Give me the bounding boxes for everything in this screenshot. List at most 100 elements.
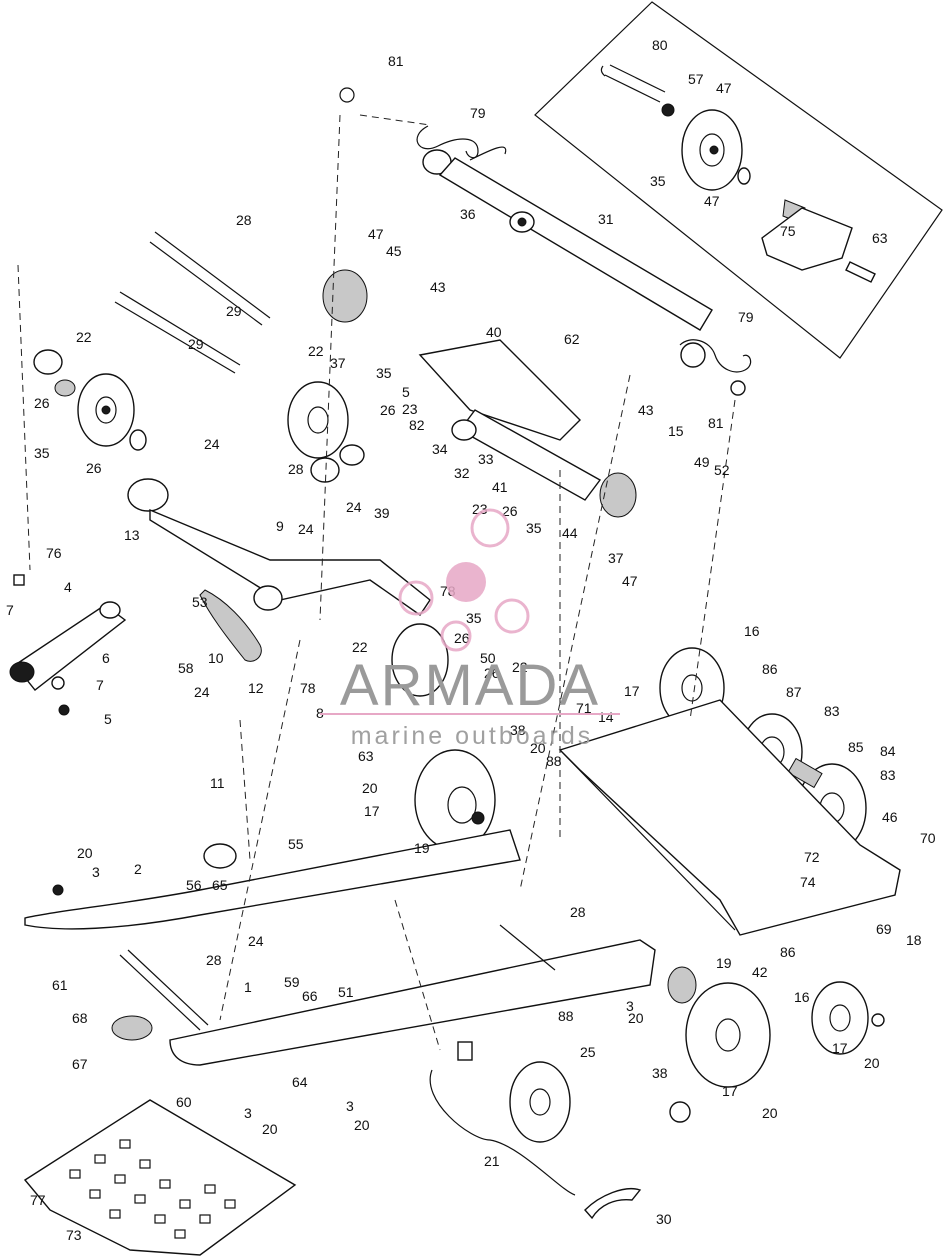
part-number-label: 79	[470, 105, 486, 121]
part-number-label: 46	[882, 809, 898, 825]
part-number-label: 85	[848, 739, 864, 755]
part-number-label: 13	[124, 527, 140, 543]
part-number-label: 37	[330, 355, 346, 371]
part-number-label: 83	[824, 703, 840, 719]
inset-bracket	[761, 207, 853, 271]
front-axle	[438, 157, 713, 331]
part-number-label: 26	[454, 630, 470, 646]
part-number-label: 3	[244, 1105, 252, 1121]
part-number-label: 28	[288, 461, 304, 477]
part-number-label: 58	[178, 660, 194, 676]
part-number-label: 11	[210, 775, 225, 791]
part-number-label: 24	[248, 933, 264, 949]
part-number-label: 34	[432, 441, 448, 457]
part-number-label: 26	[86, 460, 102, 476]
part-number-label: 14	[598, 709, 614, 725]
part-number-label: 76	[46, 545, 62, 561]
part-number-label: 7	[96, 677, 104, 693]
part-number-label: 79	[738, 309, 754, 325]
part-number-label: 21	[484, 1153, 500, 1169]
part-number-label: 33	[478, 451, 494, 467]
part-number-label: 26	[502, 503, 518, 519]
watermark-tagline: marine outboards	[351, 722, 594, 750]
part-number-label: 86	[762, 661, 778, 677]
part-number-label: 20	[864, 1055, 880, 1071]
part-number-label: 72	[804, 849, 820, 865]
part-number-label: 35	[376, 365, 392, 381]
part-number-label: 3	[626, 998, 634, 1014]
part-number-label: 35	[526, 520, 542, 536]
inset-box	[534, 1, 943, 359]
part-number-label: 1	[244, 979, 252, 995]
part-number-label: 22	[308, 343, 324, 359]
part-number-label: 28	[236, 212, 252, 228]
part-number-label: 87	[786, 684, 802, 700]
part-number-label: 5	[402, 384, 410, 400]
slide-rail-upper	[24, 829, 521, 930]
torque-arm	[13, 604, 127, 691]
part-number-label: 49	[694, 454, 710, 470]
part-number-label: 3	[92, 864, 100, 880]
part-number-label: 6	[102, 650, 110, 666]
anti-skid-mat	[23, 1099, 297, 1256]
part-number-label: 38	[510, 722, 526, 738]
part-number-label: 63	[358, 748, 374, 764]
part-number-label: 17	[832, 1040, 848, 1056]
part-number-label: 24	[346, 499, 362, 515]
part-number-label: 28	[206, 952, 222, 968]
part-number-label: 20	[354, 1117, 370, 1133]
part-number-label: 23	[472, 501, 488, 517]
part-number-label: 86	[780, 944, 796, 960]
part-number-label: 73	[66, 1227, 82, 1243]
part-number-label: 61	[52, 977, 68, 993]
part-number-label: 75	[780, 223, 796, 239]
part-number-label: 17	[364, 803, 380, 819]
part-number-label: 4	[64, 579, 72, 595]
part-number-label: 78	[300, 680, 316, 696]
part-number-label: 40	[486, 324, 502, 340]
part-number-label: 83	[880, 767, 896, 783]
part-number-label: 22	[76, 329, 92, 345]
part-number-label: 47	[622, 573, 638, 589]
part-number-label: 84	[880, 743, 896, 759]
watermark: ARMADA marine outboards	[320, 508, 620, 750]
part-number-label: 47	[716, 80, 732, 96]
part-number-label: 59	[284, 974, 300, 990]
armada-logo-icon	[398, 508, 530, 652]
part-number-label: 62	[564, 331, 580, 347]
part-number-label: 22	[512, 659, 528, 675]
part-number-label: 29	[226, 303, 242, 319]
part-number-label: 19	[716, 955, 732, 971]
part-number-label: 70	[920, 830, 936, 846]
part-number-label: 47	[368, 226, 384, 242]
part-number-label: 20	[77, 845, 93, 861]
part-number-label: 45	[386, 243, 402, 259]
part-number-label: 20	[628, 1010, 644, 1026]
part-number-label: 23	[402, 401, 418, 417]
part-number-label: 43	[638, 402, 654, 418]
part-number-label: 26	[380, 402, 396, 418]
part-number-label: 64	[292, 1074, 308, 1090]
part-number-label: 51	[338, 984, 354, 1000]
part-number-label: 65	[212, 877, 228, 893]
part-number-label: 35	[466, 610, 482, 626]
part-number-label: 32	[454, 465, 470, 481]
part-number-label: 3	[346, 1098, 354, 1114]
part-number-label: 12	[248, 680, 264, 696]
part-number-label: 30	[656, 1211, 672, 1227]
part-number-label: 38	[652, 1065, 668, 1081]
part-number-label: 20	[362, 780, 378, 796]
part-number-label: 36	[460, 206, 476, 222]
part-number-label: 88	[546, 753, 562, 769]
part-number-label: 81	[708, 415, 724, 431]
part-number-label: 7	[6, 602, 14, 618]
watermark-brand: ARMADA	[340, 653, 600, 718]
part-number-label: 20	[762, 1105, 778, 1121]
part-number-label: 56	[186, 877, 202, 893]
part-number-label: 53	[192, 594, 208, 610]
part-number-label: 26	[484, 665, 500, 681]
part-number-label: 24	[204, 436, 220, 452]
part-number-label: 31	[598, 211, 614, 227]
part-number-label: 18	[906, 932, 922, 948]
